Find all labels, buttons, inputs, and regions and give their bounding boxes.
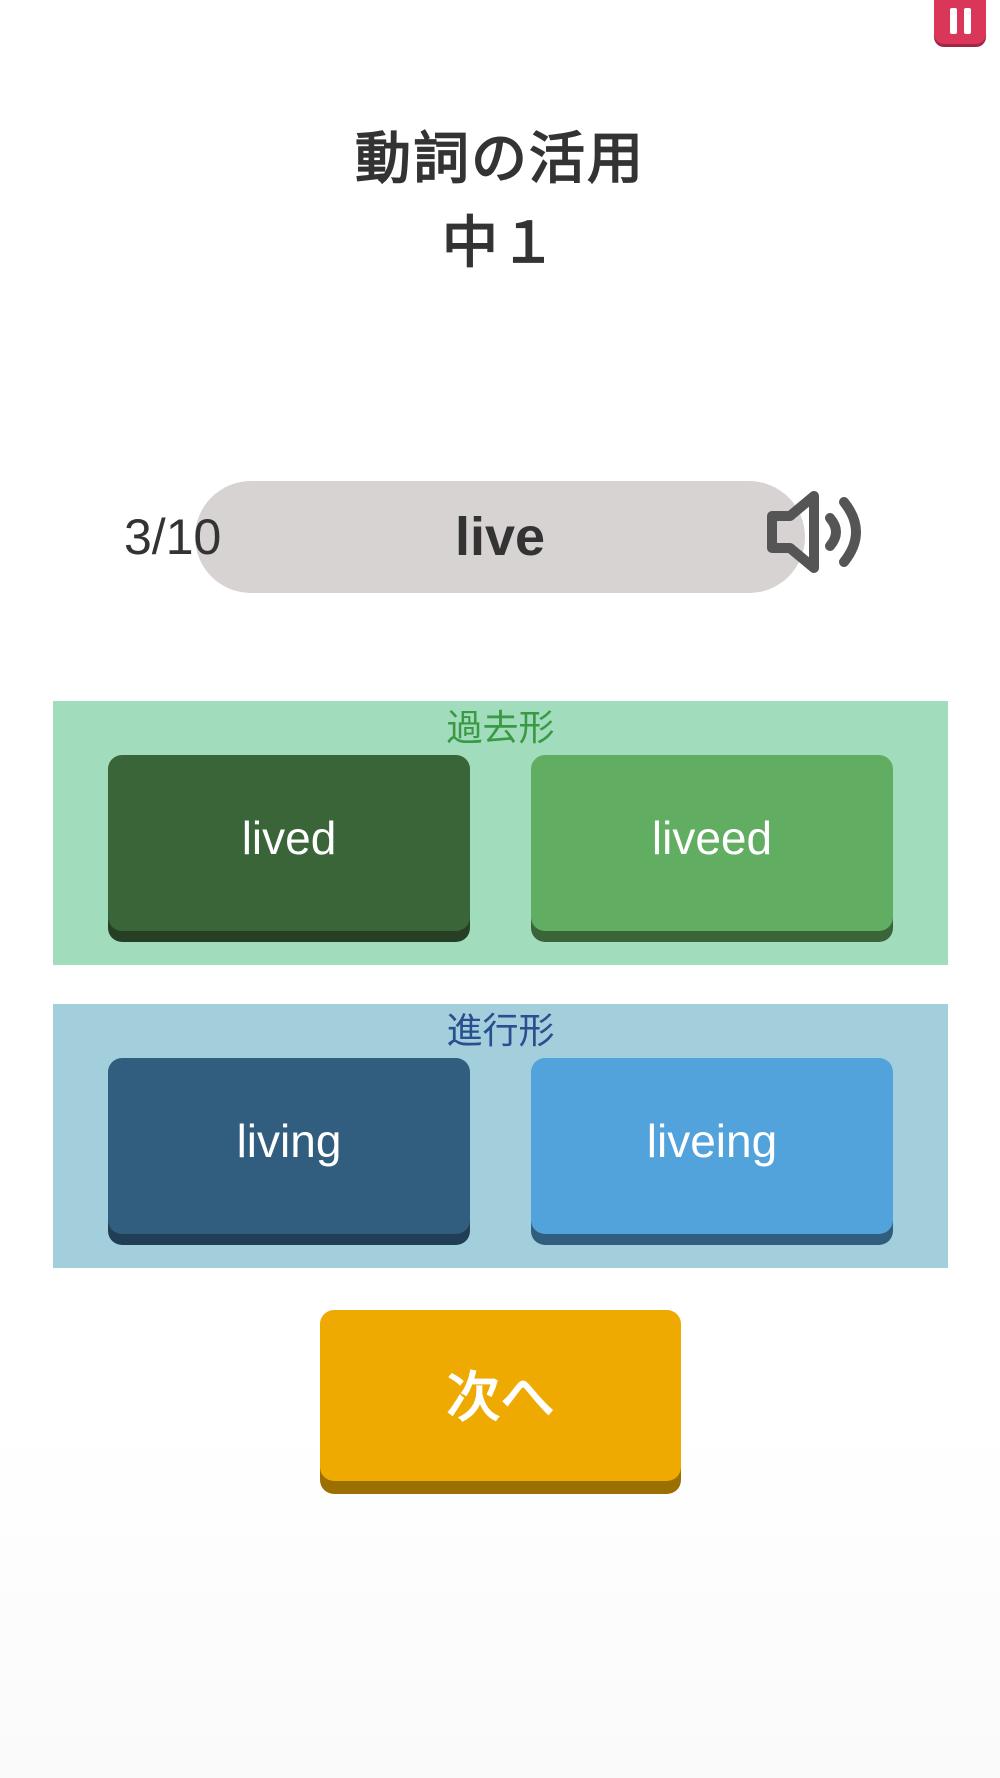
question-word-pill: live xyxy=(195,481,805,593)
next-button[interactable]: 次へ xyxy=(320,1310,681,1481)
progressive-choice-liveing[interactable]: liveing xyxy=(531,1058,893,1234)
question-counter: 3/10 xyxy=(124,509,222,565)
speaker-icon[interactable] xyxy=(764,486,876,578)
progressive-choice-living[interactable]: living xyxy=(108,1058,470,1234)
past-choice-liveed[interactable]: liveed xyxy=(531,755,893,931)
past-tense-label: 過去形 xyxy=(446,708,555,749)
pause-button[interactable] xyxy=(934,0,986,44)
title-line-topic: 動詞の活用 xyxy=(355,127,645,192)
progressive-section: 進行形 living liveing xyxy=(53,1004,948,1268)
past-choice-lived[interactable]: lived xyxy=(108,755,470,931)
progressive-label: 進行形 xyxy=(446,1011,555,1052)
past-tense-section: 過去形 lived liveed xyxy=(53,701,948,965)
page-title: 動詞の活用 中１ xyxy=(0,118,1000,286)
title-line-grade: 中１ xyxy=(442,211,558,276)
pause-icon xyxy=(949,8,971,34)
question-word: live xyxy=(454,507,546,567)
